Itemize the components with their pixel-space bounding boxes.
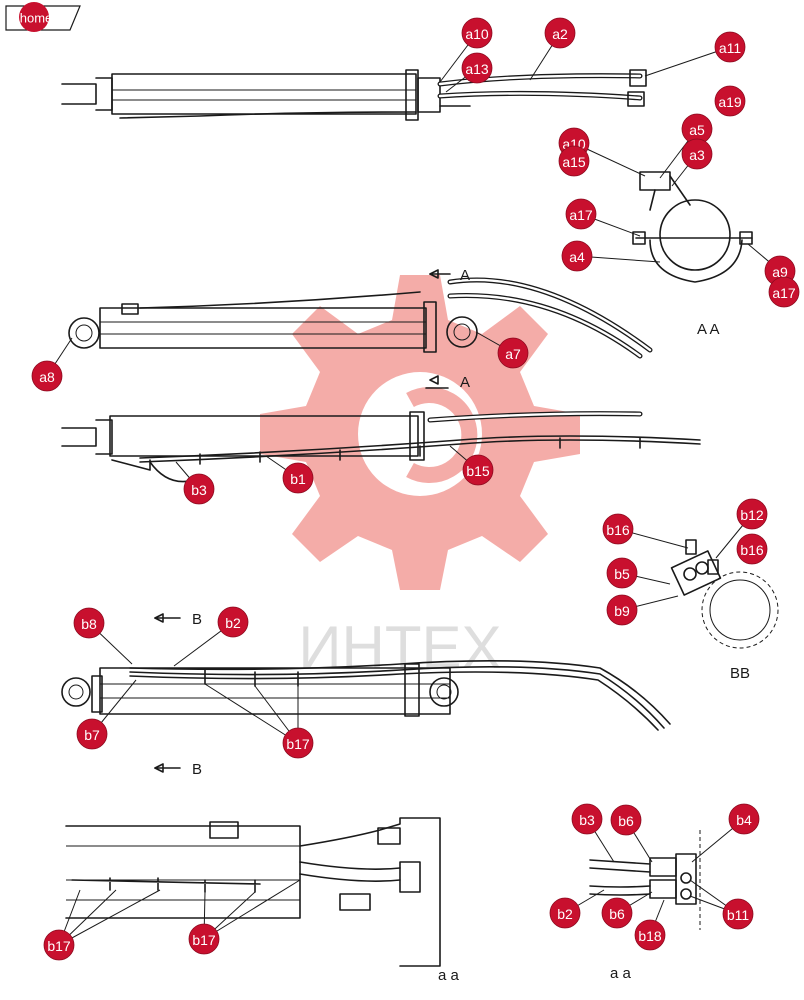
callout-label: a9 [772, 264, 788, 280]
cylinder-view-3 [61, 411, 701, 483]
cylinder-view-1 [61, 69, 647, 121]
callout-b2_low[interactable]: b2 [549, 897, 581, 929]
callout-label: b6 [609, 906, 625, 922]
callout-label: b8 [81, 616, 97, 632]
detail-aa-left-label: a a [438, 967, 460, 984]
section-mark-a-top: A [460, 267, 470, 284]
detail-aa-right: a a [589, 830, 701, 982]
callout-label: a13 [465, 61, 489, 77]
callout-label: a17 [569, 207, 593, 223]
section-mark-a-bottom: A [460, 374, 470, 391]
callout-label: b4 [736, 812, 752, 828]
callout-a2[interactable]: a2 [544, 17, 576, 49]
callout-label: b2 [225, 615, 241, 631]
callout-label: a4 [569, 249, 585, 265]
callout-b18[interactable]: b18 [634, 919, 666, 951]
callout-a17_aa[interactable]: a17 [565, 198, 597, 230]
callout-b16_l[interactable]: b16 [602, 513, 634, 545]
callout-label: b5 [614, 566, 630, 582]
callout-b3_top[interactable]: b3 [183, 473, 215, 505]
section-mark-b-bottom: B [192, 761, 202, 778]
callout-a5[interactable]: a5 [681, 113, 713, 145]
callout-b7[interactable]: b7 [76, 718, 108, 750]
callout-a15[interactable]: a15 [558, 145, 590, 177]
cylinder-view-2: A A [68, 267, 653, 391]
callout-label: a5 [689, 122, 705, 138]
watermark-text: ИНТЕХ [298, 614, 501, 681]
callout-label: b6 [618, 813, 634, 829]
callout-label: b12 [740, 507, 764, 523]
callout-label: b2 [557, 906, 573, 922]
callout-label: b17 [47, 938, 71, 954]
callout-label: a7 [505, 346, 521, 362]
section-aa-label: A A [697, 321, 720, 338]
detail-aa-left: a a [65, 817, 460, 984]
callout-a10_top[interactable]: a10 [461, 17, 493, 49]
callout-label: a17 [772, 285, 796, 301]
cylinder-view-4: B B [61, 611, 671, 778]
callout-a17_aa2[interactable]: a17 [768, 276, 800, 308]
callout-a3[interactable]: a3 [681, 138, 713, 170]
section-bb-view: BB [670, 539, 779, 682]
callout-b12[interactable]: b12 [736, 498, 768, 530]
callout-b15[interactable]: b15 [462, 454, 494, 486]
callout-a11[interactable]: a11 [714, 31, 746, 63]
callout-b6_top[interactable]: b6 [610, 804, 642, 836]
callout-label: b15 [466, 463, 490, 479]
callout-b17_ll[interactable]: b17 [43, 929, 75, 961]
callout-label: b17 [286, 736, 310, 752]
callout-b17_lr[interactable]: b17 [188, 923, 220, 955]
callout-b8[interactable]: b8 [73, 607, 105, 639]
callout-b6_low[interactable]: b6 [601, 897, 633, 929]
callout-label: b3 [579, 812, 595, 828]
callout-label: a11 [719, 40, 742, 56]
callout-a4[interactable]: a4 [561, 240, 593, 272]
section-mark-b-top: B [192, 611, 202, 628]
home-button-label: home [20, 11, 53, 26]
callout-label: a8 [39, 369, 55, 385]
callout-label: b18 [638, 928, 662, 944]
callout-label: a15 [562, 154, 586, 170]
callout-b3_low[interactable]: b3 [571, 803, 603, 835]
callout-b16_r[interactable]: b16 [736, 533, 768, 565]
callout-label: b3 [191, 482, 207, 498]
callout-b4[interactable]: b4 [728, 803, 760, 835]
callout-label: a10 [465, 26, 489, 42]
section-aa-view: A A [632, 171, 753, 338]
callout-b2_mid[interactable]: b2 [217, 606, 249, 638]
home-button[interactable]: home [5, 2, 81, 32]
callout-label: b7 [84, 727, 100, 743]
detail-aa-right-label: a a [610, 965, 632, 982]
callout-label: a19 [718, 94, 742, 110]
callout-label: b1 [290, 471, 306, 487]
callout-b5[interactable]: b5 [606, 557, 638, 589]
callout-label: b16 [606, 522, 630, 538]
callout-b1[interactable]: b1 [282, 462, 314, 494]
callout-label: b9 [614, 603, 630, 619]
callout-a13_top[interactable]: a13 [461, 52, 493, 84]
callout-b11[interactable]: b11 [722, 898, 754, 930]
section-bb-label: BB [730, 665, 750, 682]
callout-badges: a10a13a2a11a19a5a3a10a15a17a4a9a17a7a8b3… [31, 17, 800, 961]
callout-a7[interactable]: a7 [497, 337, 529, 369]
callout-b17_mid[interactable]: b17 [282, 727, 314, 759]
callout-label: b16 [740, 542, 764, 558]
callout-label: a3 [689, 147, 705, 163]
callout-a8[interactable]: a8 [31, 360, 63, 392]
callout-label: b17 [192, 932, 216, 948]
callout-label: b11 [727, 907, 750, 923]
callout-b9[interactable]: b9 [606, 594, 638, 626]
callout-label: a2 [552, 26, 568, 42]
callout-a19[interactable]: a19 [714, 85, 746, 117]
